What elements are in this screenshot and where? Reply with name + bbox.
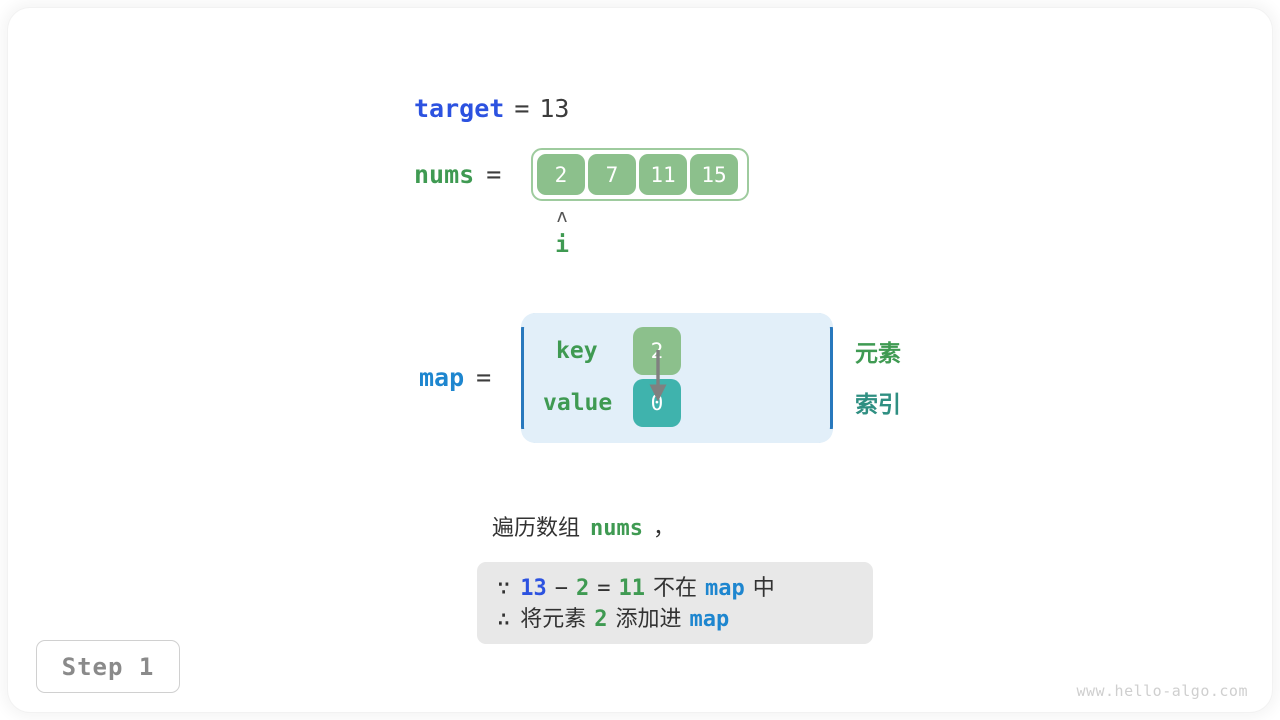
caption-code-nums: nums — [590, 516, 643, 541]
note-equals-sign: = — [597, 576, 611, 601]
map-key-chip[interactable]: 2 — [633, 327, 681, 375]
target-variable-name: target — [414, 94, 505, 123]
array-cell[interactable]: 11 — [639, 154, 687, 195]
note-current-element: 2 — [576, 576, 590, 601]
map-declaration: map = — [419, 362, 491, 394]
note-target-value: 13 — [520, 576, 547, 601]
legend-index-label: 索引 — [855, 392, 901, 418]
note-line2-code-map: map — [689, 607, 730, 632]
therefore-symbol: ∴ — [497, 607, 511, 632]
array-cell[interactable]: 2 — [537, 154, 585, 195]
step-badge: Step 1 — [36, 640, 180, 693]
target-equals-sign: = — [514, 94, 530, 123]
nums-equals-sign: = — [486, 160, 502, 189]
caption-suffix: ， — [653, 516, 676, 541]
note-minus-sign: − — [554, 576, 568, 601]
note-line2-text-2: 添加进 — [615, 607, 682, 632]
nums-array-container: 2 7 11 15 — [531, 148, 749, 201]
note-line2-element: 2 — [594, 607, 608, 632]
note-line1-code-map: map — [705, 576, 745, 601]
map-value-chip[interactable]: 0 — [633, 379, 681, 427]
map-key-label: key — [556, 338, 598, 364]
note-line1-text: 不在 — [653, 576, 698, 601]
note-line2-text-1: 将元素 — [520, 607, 587, 632]
index-pointer-label: i — [555, 232, 569, 258]
note-complement-value: 11 — [618, 576, 646, 601]
because-symbol: ∵ — [497, 576, 511, 601]
watermark: www.hello-algo.com — [1076, 682, 1248, 700]
map-equals-sign: = — [476, 363, 492, 392]
nums-declaration: nums = — [414, 159, 501, 191]
note-line-1: ∵ 13−2 = 11 不在 map 中 — [497, 573, 853, 604]
note-line-2: ∴ 将元素 2 添加进 map — [497, 604, 853, 635]
target-value: 13 — [539, 94, 570, 123]
caption-prefix: 遍历数组 — [492, 516, 581, 541]
array-cell[interactable]: 15 — [690, 154, 738, 195]
legend-element-label: 元素 — [855, 341, 901, 367]
note-line1-tail: 中 — [752, 576, 775, 601]
map-value-label: value — [543, 390, 613, 416]
caption-text: 遍历数组 nums ， — [492, 514, 675, 544]
array-cell[interactable]: 7 — [588, 154, 636, 195]
target-declaration: target = 13 — [414, 93, 569, 125]
nums-variable-name: nums — [414, 160, 475, 189]
index-pointer-caret-icon: ʌ — [556, 206, 568, 227]
map-variable-name: map — [419, 363, 465, 392]
